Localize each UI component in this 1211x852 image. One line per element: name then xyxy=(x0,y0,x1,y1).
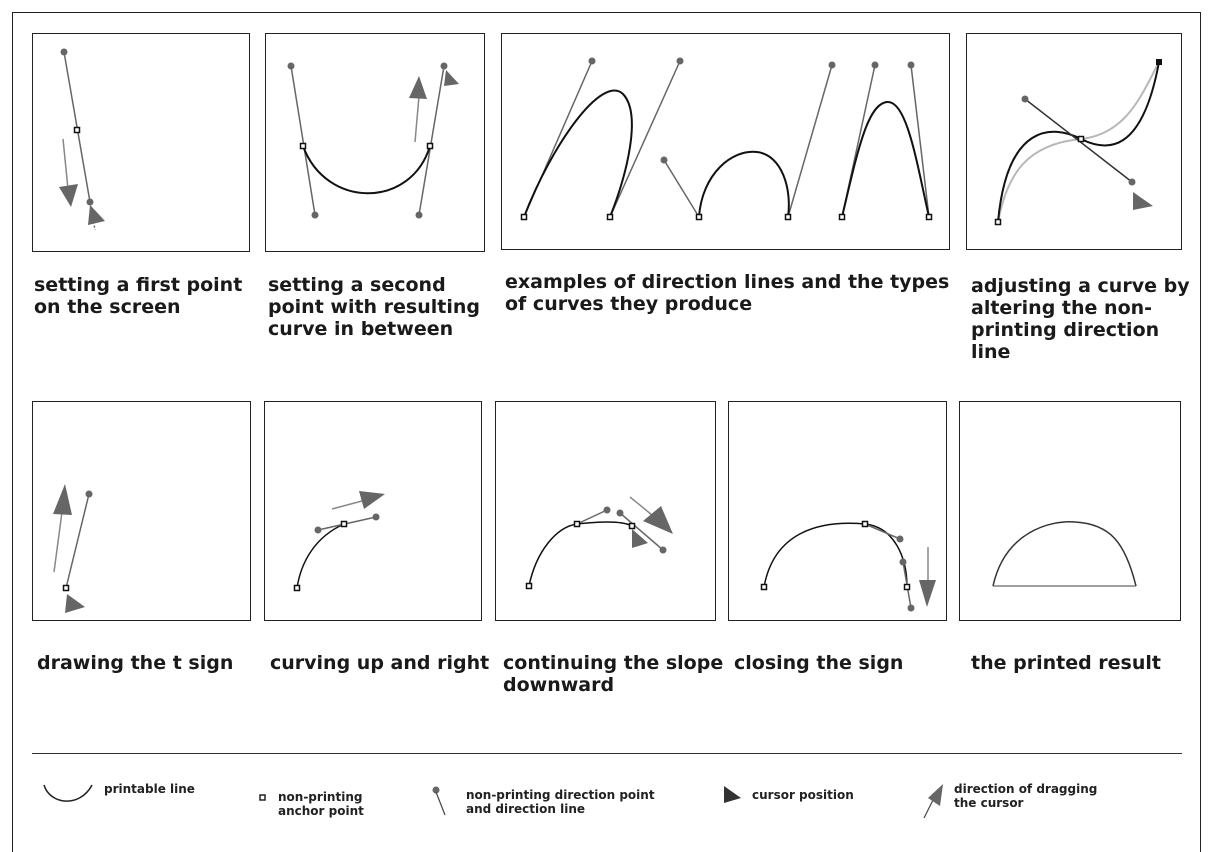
caption-adjusting-curve: adjusting a curve by altering the non- p… xyxy=(971,275,1190,363)
anchor-point-icon xyxy=(426,142,434,150)
panel-printed-result-drawing xyxy=(992,521,1137,587)
drag-arrow-icon xyxy=(919,580,936,607)
direction-point-icon xyxy=(287,62,295,70)
legend-drag-direction: direction of dragging the cursor xyxy=(918,780,1138,820)
anchor-point-icon xyxy=(73,126,81,134)
caption-printed-result: the printed result xyxy=(971,652,1161,674)
direction-point-icon xyxy=(616,509,624,517)
caption-second-point: setting a second point with resulting cu… xyxy=(268,274,481,340)
anchor-point-icon xyxy=(903,583,911,591)
direction-point-icon xyxy=(415,211,423,219)
drag-arrow-icon xyxy=(409,76,427,99)
legend-direction-point: non-printing direction point and directi… xyxy=(430,780,690,820)
direction-point-icon xyxy=(871,61,879,69)
direction-point-icon xyxy=(86,198,94,206)
direction-point-icon xyxy=(660,156,668,164)
panel-closing-sign-drawing xyxy=(760,520,936,612)
drag-arrow-icon xyxy=(923,784,943,819)
panel-curving-up xyxy=(264,401,482,621)
drag-arrow-icon xyxy=(643,506,673,534)
cursor-icon xyxy=(444,70,459,86)
panel-first-point-drawing xyxy=(59,48,105,231)
direction-point-icon xyxy=(603,506,611,514)
direction-point-icon xyxy=(899,558,907,566)
panel-t-sign-drawing xyxy=(53,484,93,613)
direction-point-icon xyxy=(659,546,667,554)
direction-point-icon xyxy=(676,57,684,65)
direction-point-icon xyxy=(85,490,93,498)
anchor-point-icon xyxy=(293,584,301,592)
legend-anchor-label: non-printing anchor point xyxy=(278,790,364,818)
direction-point-icon xyxy=(896,535,904,543)
panel-direction-examples-drawing xyxy=(520,57,933,221)
direction-point-icon xyxy=(907,61,915,69)
drag-arrow-icon xyxy=(359,491,385,509)
panel-continuing-slope-drawing xyxy=(525,496,673,590)
panel-direction-examples xyxy=(501,33,950,250)
legend-divider xyxy=(32,753,1182,754)
legend-cursor-position: cursor position xyxy=(720,780,900,820)
legend-direction-label: non-printing direction point and directi… xyxy=(466,788,655,816)
anchor-point-icon xyxy=(695,213,703,221)
panel-second-point-drawing xyxy=(287,62,459,219)
drag-arrow-icon xyxy=(53,484,72,515)
anchor-point-icon xyxy=(838,213,846,221)
direction-point-icon xyxy=(1021,95,1029,103)
diagram-frame xyxy=(12,12,1201,852)
anchor-point-icon xyxy=(299,142,307,150)
anchor-point-icon xyxy=(760,583,768,591)
caption-direction-examples: examples of direction lines and the type… xyxy=(505,271,950,315)
legend-anchor-point: non-printing anchor point xyxy=(258,780,408,820)
caption-continuing-slope: continuing the slope downward xyxy=(503,652,724,696)
anchor-point-icon xyxy=(861,520,869,528)
anchor-point-icon xyxy=(1077,135,1085,143)
direction-point-icon xyxy=(828,61,836,69)
cursor-icon xyxy=(65,594,85,613)
direction-point-icon xyxy=(314,526,322,534)
panel-second-point xyxy=(265,33,485,252)
anchor-point-icon xyxy=(520,213,528,221)
panel-curving-up-drawing xyxy=(293,491,385,592)
drag-arrow-icon xyxy=(59,184,78,207)
anchor-point-icon xyxy=(340,520,348,528)
panel-adjusting-curve-drawing xyxy=(994,59,1162,226)
legend-printable-line: printable line xyxy=(40,780,240,820)
caption-t-sign: drawing the t sign xyxy=(37,652,234,674)
anchor-point-icon xyxy=(1156,59,1162,65)
caption-first-point: setting a first point on the screen xyxy=(34,274,243,318)
direction-point-icon xyxy=(907,604,915,612)
panel-t-sign xyxy=(32,401,251,621)
panel-continuing-slope xyxy=(495,401,716,621)
direction-point-icon xyxy=(588,57,596,65)
cursor-icon xyxy=(632,529,648,548)
panel-closing-sign xyxy=(728,401,947,621)
cursor-icon xyxy=(724,786,741,803)
caption-curving-up: curving up and right xyxy=(270,652,490,674)
panel-adjusting-curve xyxy=(966,33,1182,250)
direction-point-icon xyxy=(60,48,68,56)
anchor-point-icon xyxy=(628,522,636,530)
direction-point-icon xyxy=(311,211,319,219)
anchor-point-icon xyxy=(259,794,266,801)
legend-drag-label: direction of dragging the cursor xyxy=(954,782,1098,810)
printable-line-icon xyxy=(43,784,93,802)
anchor-point-icon xyxy=(62,584,70,592)
direction-point-icon xyxy=(1128,178,1136,186)
direction-point-icon xyxy=(440,62,448,70)
anchor-point-icon xyxy=(606,213,614,221)
panel-printed-result xyxy=(959,401,1181,621)
panel-first-point xyxy=(32,33,250,252)
legend-cursor-label: cursor position xyxy=(752,788,854,802)
anchor-point-icon xyxy=(784,213,792,221)
anchor-point-icon xyxy=(994,218,1002,226)
cursor-icon xyxy=(1133,192,1153,210)
direction-point-icon xyxy=(372,513,380,521)
anchor-point-icon xyxy=(925,213,933,221)
caption-closing-sign: closing the sign xyxy=(734,652,904,674)
anchor-point-icon xyxy=(525,582,533,590)
cursor-icon xyxy=(88,205,105,225)
direction-point-icon xyxy=(432,786,446,816)
legend-printable-label: printable line xyxy=(104,782,195,796)
anchor-point-icon xyxy=(573,520,581,528)
